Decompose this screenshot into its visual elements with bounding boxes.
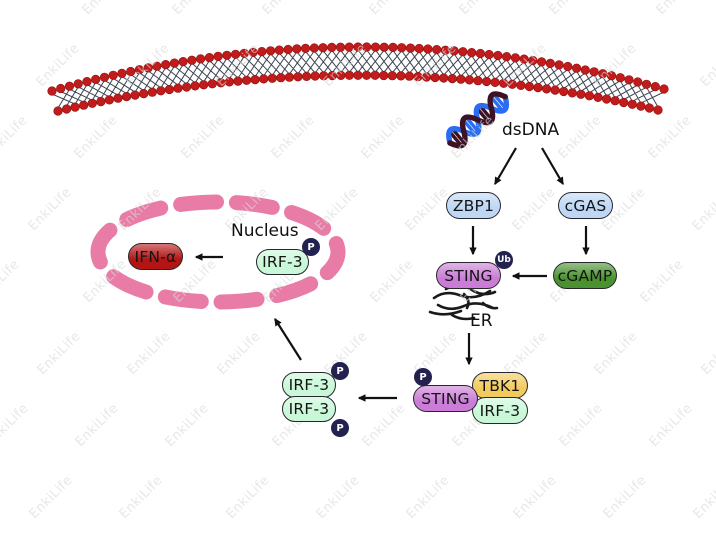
lipid-head bbox=[126, 66, 136, 77]
lipid-head bbox=[91, 74, 101, 84]
lipid-head bbox=[73, 79, 83, 89]
arrow-dsdna-to-cgas bbox=[541, 147, 564, 186]
lipid-head bbox=[161, 59, 171, 70]
cell-membrane-icon bbox=[47, 42, 669, 116]
lipid-head bbox=[589, 67, 599, 77]
arrow-dsdna-to-zbp1 bbox=[494, 147, 517, 186]
lipid-head bbox=[134, 65, 144, 75]
phospho-badge-dimer-bottom: P bbox=[331, 419, 349, 437]
lipid-head bbox=[104, 95, 114, 105]
irf3-nucleus-node: IRF-3 bbox=[256, 249, 309, 275]
lipid-head bbox=[536, 57, 547, 67]
lipid-head bbox=[554, 60, 564, 70]
lipid-head bbox=[484, 49, 494, 60]
lipid-head bbox=[196, 54, 206, 64]
lipid-head bbox=[82, 76, 92, 87]
lipid-head bbox=[56, 83, 66, 94]
lipid-head bbox=[87, 98, 97, 108]
tbk1-node: TBK1 bbox=[472, 372, 528, 399]
lipid-head bbox=[624, 75, 634, 85]
lipid-head bbox=[615, 73, 625, 83]
zbp1-node: ZBP1 bbox=[446, 192, 501, 219]
lipid-head bbox=[70, 102, 80, 112]
dsdna-label: dsDNA bbox=[502, 120, 560, 140]
lipid-head bbox=[502, 52, 512, 62]
phospho-badge-nucleus: P bbox=[302, 238, 320, 256]
sting-er-node: STING bbox=[436, 262, 501, 289]
irf3-complex-node: IRF-3 bbox=[472, 397, 528, 424]
lipid-head bbox=[545, 58, 555, 69]
lipid-head bbox=[580, 65, 590, 75]
lipid-head bbox=[571, 63, 582, 73]
lipid-head bbox=[169, 58, 179, 68]
lipid-head bbox=[53, 106, 63, 116]
lipid-head bbox=[213, 51, 223, 62]
cgamp-node: cGAMP bbox=[553, 262, 617, 289]
lipid-head bbox=[606, 71, 617, 81]
arrow-dimer-to-nucleus bbox=[274, 317, 302, 361]
lipid-head bbox=[519, 54, 529, 64]
ifn-alpha-node: IFN-α bbox=[128, 243, 183, 270]
lipid-head bbox=[598, 69, 608, 79]
lipid-head bbox=[644, 103, 655, 113]
lipid-head bbox=[636, 101, 646, 111]
nucleus-label: Nucleus bbox=[231, 221, 299, 241]
irf3-dimer-top-node: IRF-3 bbox=[282, 372, 336, 398]
lipid-head bbox=[47, 86, 57, 96]
er-label: ER bbox=[470, 311, 493, 331]
lipid-head bbox=[633, 77, 643, 87]
lipid-head bbox=[653, 105, 663, 115]
lipid-head bbox=[659, 84, 669, 94]
lipid-head bbox=[627, 99, 637, 109]
lipid-tails bbox=[51, 49, 665, 109]
lipid-head bbox=[178, 56, 188, 67]
lipid-head bbox=[79, 100, 89, 110]
nucleus-envelope bbox=[90, 194, 346, 310]
irf3-dimer-bottom-node: IRF-3 bbox=[282, 396, 336, 422]
lipid-head bbox=[143, 63, 153, 73]
ubiquitin-badge: Ub bbox=[495, 251, 513, 269]
lipid-head bbox=[619, 97, 629, 108]
lipid-head bbox=[64, 81, 75, 91]
lipid-head bbox=[563, 61, 573, 72]
lipid-head bbox=[650, 81, 660, 92]
phospho-badge-sting: P bbox=[414, 368, 432, 386]
lipid-head bbox=[610, 96, 620, 106]
phospho-badge-dimer-top: P bbox=[331, 362, 349, 380]
lipid-head bbox=[61, 104, 72, 114]
lipid-head bbox=[108, 70, 118, 80]
dsdna-icon bbox=[446, 91, 510, 149]
lipid-head bbox=[117, 68, 127, 78]
lipid-head bbox=[528, 55, 538, 66]
sting-complex-node: STING bbox=[413, 385, 478, 412]
lipid-head bbox=[99, 72, 110, 82]
cgas-node: cGAS bbox=[558, 192, 613, 219]
lipid-head bbox=[152, 61, 162, 71]
lipid-head bbox=[641, 79, 652, 89]
